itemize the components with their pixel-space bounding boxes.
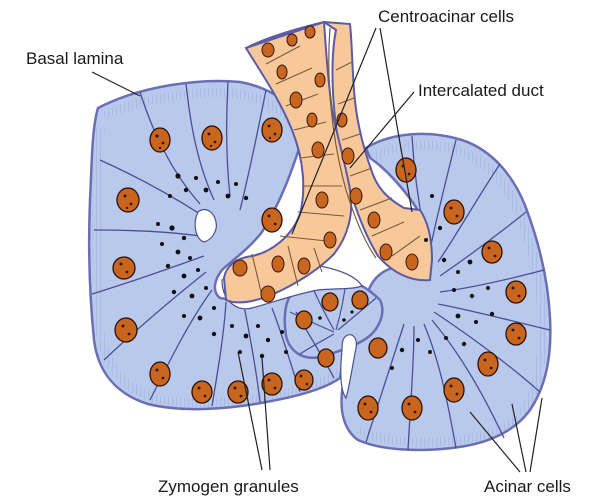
- label-zymogen-granules: Zymogen granules: [158, 477, 299, 496]
- label-centroacinar-cells: Centroacinar cells: [378, 7, 514, 26]
- leader-centroacinar-2: [380, 28, 412, 212]
- label-basal-lamina: Basal lamina: [26, 49, 124, 68]
- leader-basal-lamina: [92, 72, 140, 96]
- label-intercalated-duct: Intercalated duct: [418, 81, 544, 100]
- label-acinar-cells: Acinar cells: [484, 477, 571, 496]
